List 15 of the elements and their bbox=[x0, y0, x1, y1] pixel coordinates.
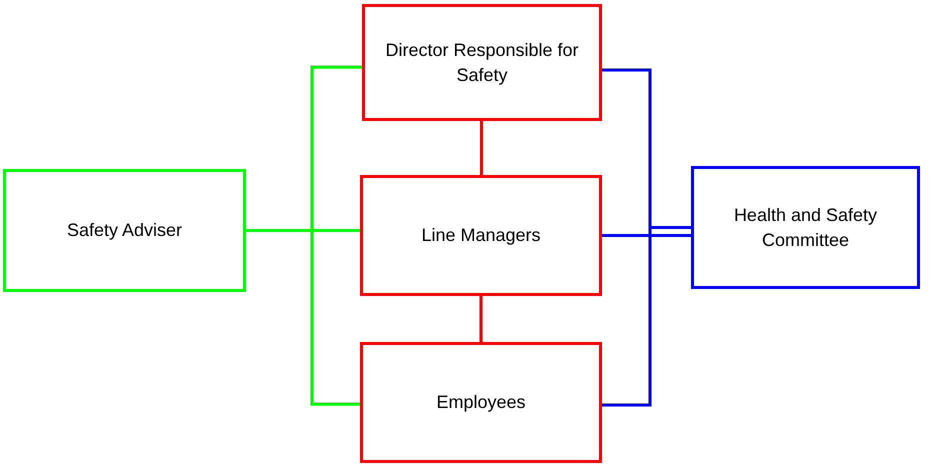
org-box bbox=[691, 166, 920, 289]
box-label: Employees bbox=[436, 391, 526, 414]
org-box bbox=[360, 175, 602, 296]
connector-line bbox=[480, 296, 482, 342]
org-box bbox=[3, 169, 246, 292]
box-label: Safety Adviser bbox=[66, 219, 182, 242]
box-label: Line Managers bbox=[421, 224, 541, 247]
connector-line bbox=[480, 121, 483, 175]
connector-line bbox=[602, 226, 691, 406]
connector-line bbox=[246, 229, 360, 406]
org-box bbox=[360, 342, 602, 463]
box-label: Director Responsible for Safety bbox=[384, 38, 580, 87]
box-label: Health and Safety Committee bbox=[732, 204, 878, 252]
connector-line bbox=[602, 234, 691, 237]
org-box bbox=[362, 4, 602, 121]
